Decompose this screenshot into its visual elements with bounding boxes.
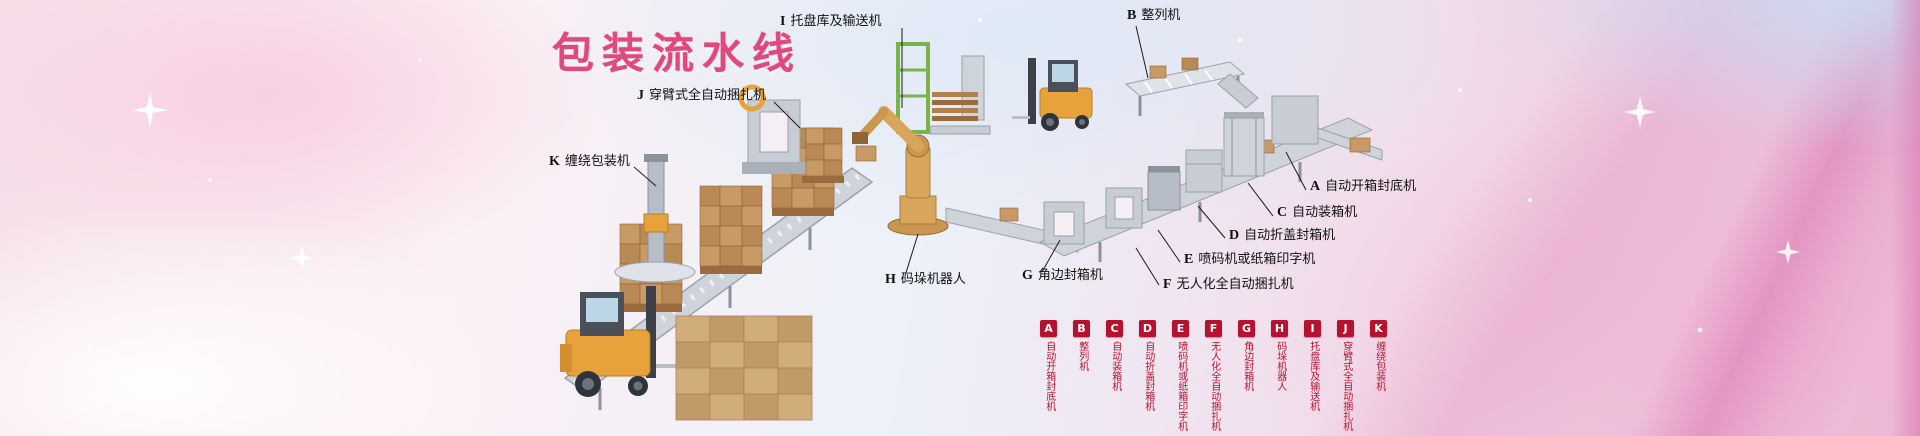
callout-D: D 自动折盖封箱机 [1229, 228, 1335, 243]
legend-item-E: E 喷码机或纸箱印字机 [1164, 320, 1197, 431]
callout-E: E 喷码机或纸箱印字机 [1184, 252, 1315, 267]
page-title: 包装流水线 [552, 29, 803, 78]
legend-item-J: J 穿臂式全自动捆扎机 [1329, 320, 1362, 431]
legend-item-K: K 缠绕包装机 [1362, 320, 1395, 431]
palletizing-robot-H [852, 106, 949, 236]
legend-item-G: G 角边封箱机 [1230, 320, 1263, 431]
box-pile [675, 315, 813, 421]
sparkles [87, 18, 1800, 353]
callout-letter-D: D [1229, 228, 1240, 243]
case-packer-C [1223, 112, 1265, 177]
legend-item-D: D 自动折盖封箱机 [1131, 320, 1164, 431]
callout-letter-G: G [1022, 268, 1033, 283]
callout-B: B 整列机 [1127, 8, 1180, 23]
callout-label-E: 喷码机或纸箱印字机 [1198, 252, 1316, 267]
legend-badge-I: I [1304, 320, 1321, 337]
callout-F: F 无人化全自动捆扎机 [1163, 277, 1294, 292]
small-box-stack [802, 127, 877, 183]
callout-label-C: 自动装箱机 [1292, 205, 1358, 220]
callout-label-D: 自动折盖封箱机 [1244, 228, 1336, 243]
legend-item-H: H 码垛机器人 [1263, 320, 1296, 431]
legend-badge-K: K [1370, 320, 1387, 337]
legend-item-I: I 托盘库及输送机 [1296, 320, 1329, 431]
legend-label-I: 托盘库及输送机 [1307, 341, 1319, 411]
legend-badge-A: A [1040, 320, 1057, 337]
callout-label-J: 穿臂式全自动捆扎机 [649, 88, 767, 103]
legend-badge-H: H [1271, 320, 1288, 337]
legend-label-K: 缠绕包装机 [1373, 341, 1385, 391]
legend-badge-C: C [1106, 320, 1123, 337]
pallet-magazine-I [896, 42, 991, 135]
strapper-J [738, 84, 806, 174]
legend-label-E: 喷码机或纸箱印字机 [1175, 341, 1187, 431]
callout-J: J 穿臂式全自动捆扎机 [637, 88, 766, 103]
stretch-wrapper-K [614, 154, 696, 283]
forklift-top [1012, 58, 1093, 131]
callout-label-K: 缠绕包装机 [564, 154, 630, 169]
leader-lines [633, 25, 1307, 286]
callout-letter-A: A [1310, 179, 1321, 194]
legend-badge-B: B [1073, 320, 1090, 337]
callout-label-I: 托盘库及输送机 [790, 14, 882, 29]
flap-sealer-D [1185, 149, 1223, 193]
callout-A: A 自动开箱封底机 [1310, 179, 1416, 194]
legend-item-F: F 无人化全自动捆扎机 [1197, 320, 1230, 431]
corner-sealer-G [1043, 201, 1085, 245]
legend-label-J: 穿臂式全自动捆扎机 [1340, 341, 1352, 431]
legend-badge-J: J [1337, 320, 1354, 337]
legend-badge-F: F [1205, 320, 1222, 337]
legend-badge-E: E [1172, 320, 1189, 337]
callout-label-H: 码垛机器人 [900, 272, 966, 287]
strapper-F [1105, 187, 1143, 229]
callout-H: H 码垛机器人 [885, 272, 966, 287]
callout-label-G: 角边封箱机 [1037, 268, 1103, 283]
callout-letter-H: H [885, 272, 896, 287]
legend-badge-D: D [1139, 320, 1156, 337]
callout-letter-E: E [1184, 252, 1194, 267]
callout-letter-F: F [1163, 277, 1172, 292]
legend-item-B: B 整列机 [1065, 320, 1098, 431]
aligner-B [1124, 57, 1259, 116]
callout-K: K 缠绕包装机 [549, 154, 630, 169]
callout-letter-I: I [780, 14, 786, 29]
legend: A 自动开箱封底机 B 整列机 C 自动装箱机 D 自动折盖封箱机 E 喷码机或… [1032, 320, 1395, 431]
printer-E [1147, 166, 1181, 211]
callout-C: C 自动装箱机 [1277, 205, 1357, 220]
legend-label-F: 无人化全自动捆扎机 [1208, 341, 1220, 431]
callout-letter-C: C [1277, 205, 1288, 220]
callout-label-B: 整列机 [1141, 8, 1181, 23]
legend-label-G: 角边封箱机 [1241, 341, 1253, 391]
forklift-left [560, 286, 684, 397]
callout-letter-J: J [637, 88, 644, 103]
callout-I: I 托盘库及输送机 [780, 14, 881, 29]
case-erector-A [1271, 95, 1383, 161]
pallet-stack-2 [699, 185, 763, 274]
callout-letter-B: B [1127, 8, 1137, 23]
legend-label-H: 码垛机器人 [1274, 341, 1286, 391]
legend-item-A: A 自动开箱封底机 [1032, 320, 1065, 431]
callout-G: G 角边封箱机 [1022, 268, 1103, 283]
legend-item-C: C 自动装箱机 [1098, 320, 1131, 431]
legend-label-B: 整列机 [1076, 341, 1088, 371]
legend-label-A: 自动开箱封底机 [1043, 341, 1055, 411]
callout-letter-K: K [549, 154, 560, 169]
callout-label-F: 无人化全自动捆扎机 [1176, 277, 1294, 292]
legend-badge-G: G [1238, 320, 1255, 337]
legend-label-C: 自动装箱机 [1109, 341, 1121, 391]
legend-label-D: 自动折盖封箱机 [1142, 341, 1154, 411]
callout-label-A: 自动开箱封底机 [1325, 179, 1417, 194]
